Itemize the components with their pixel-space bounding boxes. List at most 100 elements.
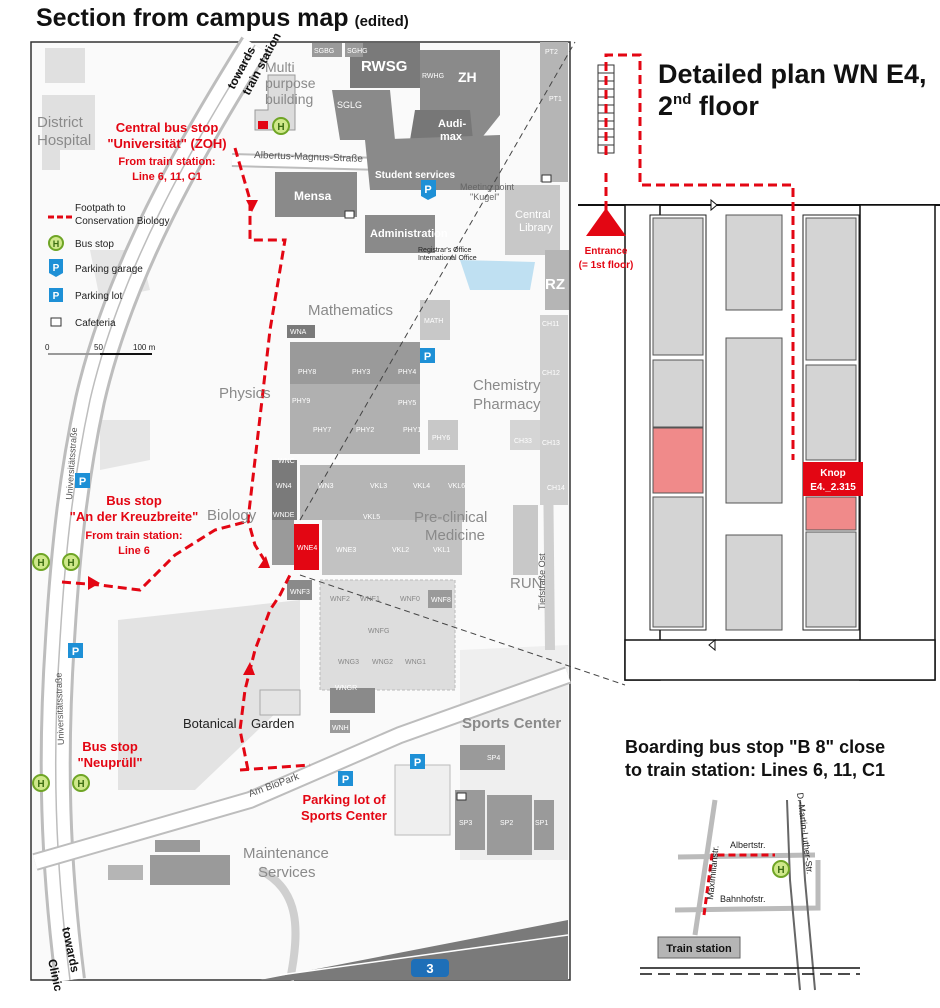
code-wnf2: WNF2	[330, 596, 350, 603]
code-wna: WNA	[290, 329, 307, 336]
code-wnf8: WNF8	[431, 597, 451, 604]
central-bus-stop-l4: Line 6, 11, C1	[132, 171, 202, 183]
detail-door-2	[708, 638, 716, 652]
code-vkl5: VKL5	[363, 514, 380, 521]
label-registrar-2: International Office	[418, 255, 477, 262]
building-wn4	[272, 460, 297, 520]
legend-bus-stop: Bus stop	[75, 239, 114, 250]
building-wne4	[294, 524, 319, 570]
footpath-north	[233, 147, 287, 567]
label-central-library-1: Central	[515, 209, 550, 221]
label-audimax-1: Audi-	[438, 118, 466, 130]
highway-number: 3	[426, 961, 433, 976]
label-sports-center: Sports Center	[462, 715, 561, 732]
code-wnf1: WNF1	[360, 596, 380, 603]
parking-sc-l2: Sports Center	[301, 808, 387, 823]
page-title: Section from campus map(edited)	[36, 4, 409, 32]
parking-lot-icon-sports-1: P	[338, 771, 353, 786]
bahnhof-road	[674, 860, 821, 913]
ground-area-2	[100, 420, 150, 470]
building-pt	[540, 42, 568, 182]
code-ch33: CH33	[514, 438, 532, 445]
legend-footpath-2: Conservation Biology	[75, 216, 170, 227]
highway	[260, 920, 568, 980]
parking-sports-area	[394, 764, 451, 836]
campus-map: 3	[30, 30, 626, 993]
footpath-arrow-2	[88, 576, 100, 590]
building-run	[513, 505, 538, 575]
kreuz-bus-stop-l2: "An der Kreuzbreite"	[70, 509, 199, 524]
bus-stop-callouts: Central bus stop "Universität" (ZOH) Fro…	[70, 120, 387, 823]
code-wnf3: WNF3	[290, 589, 310, 596]
label-meeting-2: "Kugel"	[470, 192, 499, 202]
detail-room-l2	[652, 359, 704, 428]
legend-bus-stop-icon: H	[48, 235, 64, 251]
entrance-label-1: Entrance	[585, 246, 628, 257]
luther-road	[786, 799, 816, 991]
building-sp2	[487, 795, 532, 855]
detail-room-knop	[805, 496, 857, 531]
svg-text:H: H	[777, 865, 784, 876]
building-sgbg	[312, 43, 342, 57]
legend-cafeteria: Cafeteria	[75, 318, 116, 329]
code-sp1: SP1	[535, 820, 548, 827]
svg-text:P: P	[424, 184, 431, 196]
parking-lot-icon-uni-2: P	[68, 643, 83, 658]
code-vkl4: VKL4	[413, 483, 430, 490]
detail-guide-top	[299, 41, 576, 521]
code-wng1: WNG1	[405, 659, 426, 666]
detail-door-1	[710, 198, 718, 212]
label-albertstr: Albertstr.	[730, 840, 766, 850]
label-botanical: Botanical	[183, 716, 237, 731]
boarding-footpath	[702, 853, 775, 916]
label-zh: ZH	[458, 69, 477, 85]
detail-room-r1	[805, 217, 857, 361]
code-phy6: PHY6	[432, 435, 450, 442]
detail-wall-right	[859, 204, 936, 681]
svg-text:H: H	[37, 558, 44, 569]
building-wn3-vkl	[300, 465, 465, 520]
legend-parking-garage-icon: P	[49, 259, 63, 277]
label-luther: D.-Martin-Luther-Str.	[795, 792, 815, 875]
parking-lot-icon-sports-2: P	[410, 754, 425, 769]
maximilian-road	[692, 799, 718, 936]
label-preclinical-1: Pre-clinical	[414, 509, 487, 526]
label-rwsg: RWSG	[361, 58, 407, 75]
label-mensa: Mensa	[294, 189, 332, 203]
legend-parking-lot: Parking lot	[75, 291, 122, 302]
bus-stop-icon-neu-2: H	[72, 774, 90, 792]
detail-guide-bottom	[299, 574, 626, 686]
code-wne4: WNE4	[297, 545, 317, 552]
label-chemistry-2: Pharmacy	[473, 396, 541, 413]
code-pt1: PT1	[549, 96, 562, 103]
detail-room-l1	[652, 217, 704, 356]
highway-line	[279, 934, 569, 976]
code-sghg: SGHG	[347, 48, 368, 55]
cafeteria-icon-library	[541, 174, 552, 183]
building-wnf3	[287, 580, 312, 600]
building-ch33	[510, 420, 540, 450]
label-mathematics: Mathematics	[308, 302, 393, 319]
svg-text:H: H	[77, 779, 84, 790]
code-sp4: SP4	[487, 755, 500, 762]
svg-text:H: H	[53, 239, 60, 249]
map-legend: Footpath to Conservation Biology H Bus s…	[45, 203, 170, 355]
footpath-arrow-1	[246, 200, 258, 212]
greenhouse	[259, 689, 301, 716]
code-ch14: CH14	[547, 485, 565, 492]
label-maintenance-1: Maintenance	[243, 845, 329, 862]
svg-text:P: P	[72, 646, 79, 658]
am-biopark-road-fill	[33, 668, 571, 869]
detail-plan: Knop E4._2.315 Entrance (= 1st floor)	[578, 53, 940, 681]
label-albertus: Albertus-Magnus-Straße	[254, 150, 364, 165]
detail-room-r4	[805, 531, 857, 628]
code-wne3: WNE3	[336, 547, 356, 554]
building-mensa	[275, 172, 357, 217]
legend-scale-100: 100 m	[133, 343, 156, 352]
code-wnf0: WNF0	[400, 596, 420, 603]
code-sglg: SGLG	[337, 100, 362, 110]
entrance-label-2: (= 1st floor)	[579, 260, 634, 271]
svg-text:P: P	[424, 351, 431, 363]
parking-garage-icon-1: P	[421, 180, 436, 200]
cafeteria-icon-mensa	[344, 210, 355, 219]
